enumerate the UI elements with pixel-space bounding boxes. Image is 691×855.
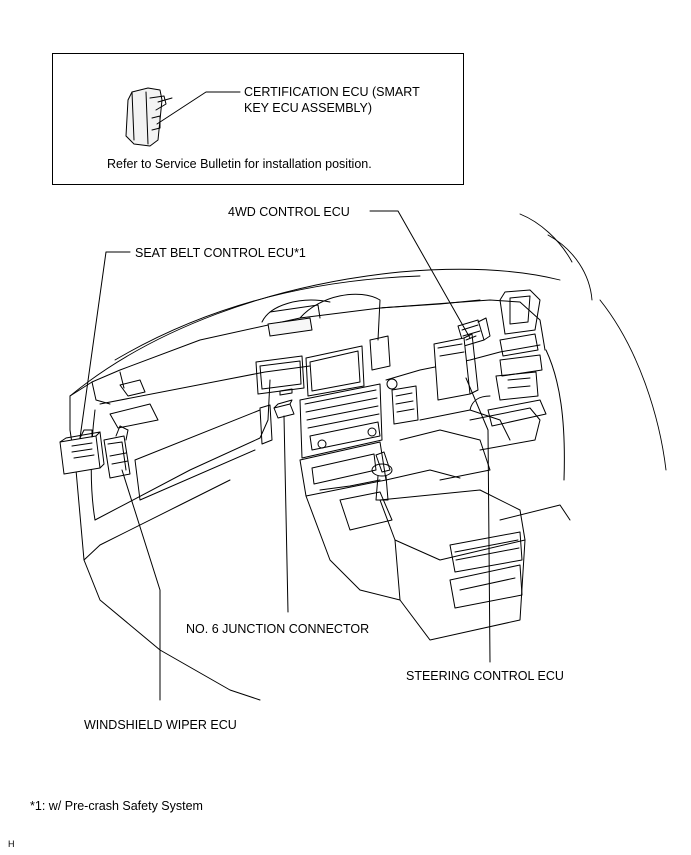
certification-ecu-leader — [156, 91, 241, 125]
figure-code: H — [8, 839, 15, 849]
steering-control-ecu-drawing — [433, 333, 479, 401]
certification-ecu-drawing — [125, 87, 173, 147]
steering-leader — [465, 377, 491, 663]
windshield-wiper-ecu-drawing — [103, 425, 131, 479]
dashboard-body — [69, 289, 571, 701]
seat-belt-control-ecu-label: SEAT BELT CONTROL ECU*1 — [135, 246, 306, 260]
footnote: *1: w/ Pre-crash Safety System — [30, 799, 203, 813]
certification-ecu-inset — [52, 53, 464, 185]
fourwd-leader — [369, 210, 471, 339]
junction-connector-leader — [283, 415, 289, 613]
junction-connector-label: NO. 6 JUNCTION CONNECTOR — [186, 622, 370, 636]
windshield-outline — [69, 213, 667, 471]
junction-connector-drawing — [273, 399, 295, 419]
installation-note: Refer to Service Bulletin for installati… — [107, 157, 372, 171]
seat-belt-leader — [79, 251, 131, 439]
windshield-wiper-leader — [121, 469, 161, 701]
certification-ecu-label-line2: KEY ECU ASSEMBLY) — [244, 101, 373, 115]
seat-belt-control-ecu-drawing — [59, 429, 105, 475]
steering-control-ecu-label: STEERING CONTROL ECU — [406, 669, 564, 683]
windshield-wiper-ecu-label: WINDSHIELD WIPER ECU — [84, 718, 237, 732]
fourwd-control-ecu-label: 4WD CONTROL ECU — [228, 205, 350, 219]
certification-ecu-label-line1: CERTIFICATION ECU (SMART — [244, 85, 420, 99]
